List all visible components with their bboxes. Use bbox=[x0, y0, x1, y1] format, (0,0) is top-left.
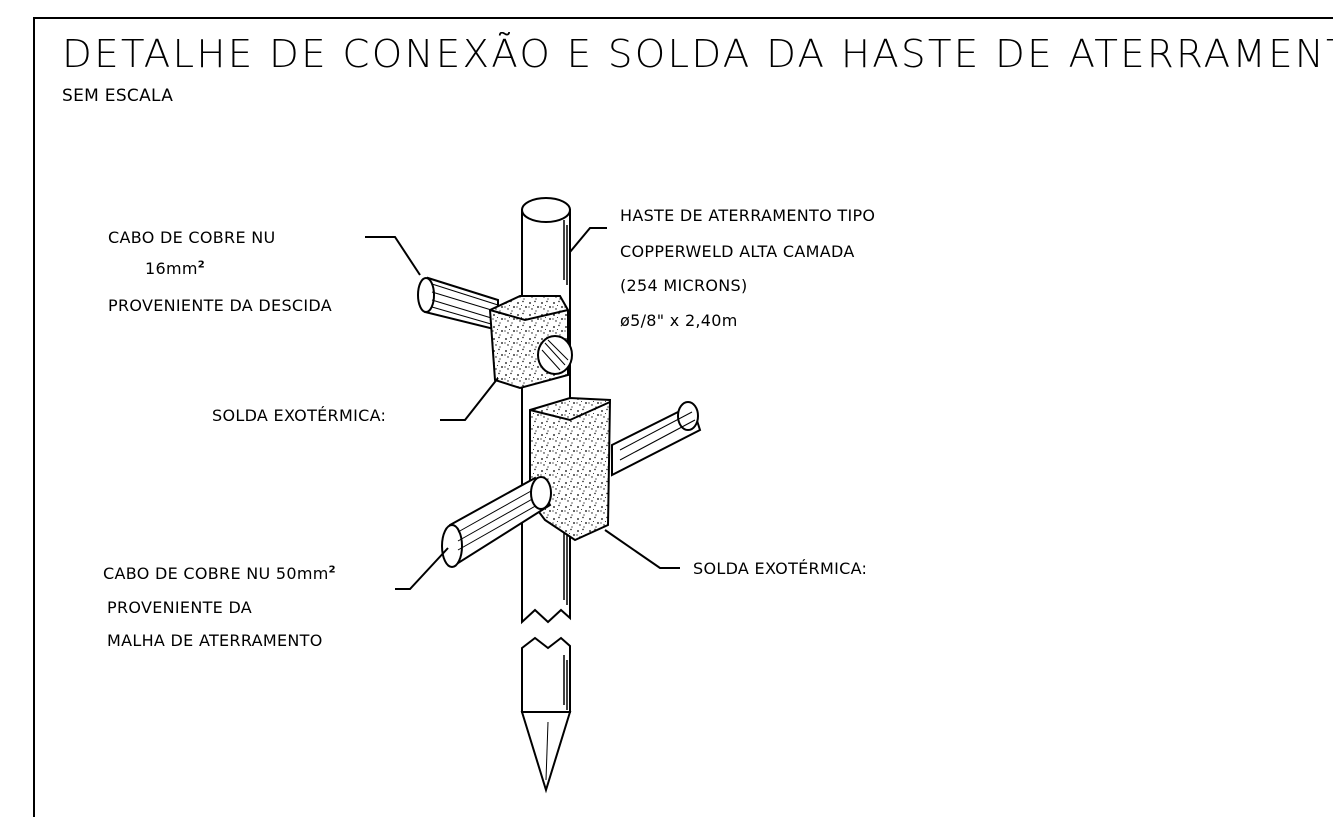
drawing-title: DETALHE DE CONEXÃO E SOLDA DA HASTE DE A… bbox=[62, 32, 1333, 76]
label-weld-lower: SOLDA EXOTÉRMICA: bbox=[693, 559, 868, 578]
drawing-scale-note: SEM ESCALA bbox=[62, 86, 174, 106]
label-weld-upper: SOLDA EXOTÉRMICA: bbox=[212, 406, 387, 425]
label-rod-line2: COPPERWELD ALTA CAMADA bbox=[620, 242, 855, 261]
cable-16mm bbox=[417, 276, 499, 332]
label-cable50-line2: PROVENIENTE DA bbox=[107, 598, 253, 617]
label-cable50-line3: MALHA DE ATERRAMENTO bbox=[107, 631, 323, 650]
label-cable16-line1: CABO DE COBRE NU bbox=[108, 228, 276, 247]
label-cable16-size: 16mm2 bbox=[145, 259, 205, 278]
weld-upper bbox=[488, 295, 573, 390]
cable-50mm bbox=[441, 401, 702, 568]
label-cable50-line1: CABO DE COBRE NU 50mm2 bbox=[103, 564, 336, 583]
label-rod-line1: HASTE DE ATERRAMENTO TIPO bbox=[620, 206, 876, 225]
drawing-frame bbox=[33, 17, 1333, 817]
label-rod-line3: (254 MICRONS) bbox=[620, 276, 748, 295]
label-rod-line4: ø5/8" x 2,40m bbox=[620, 311, 738, 330]
leader-lines bbox=[365, 227, 680, 590]
label-cable16-line3: PROVENIENTE DA DESCIDA bbox=[108, 296, 332, 315]
grounding-rod-lower bbox=[520, 636, 572, 794]
